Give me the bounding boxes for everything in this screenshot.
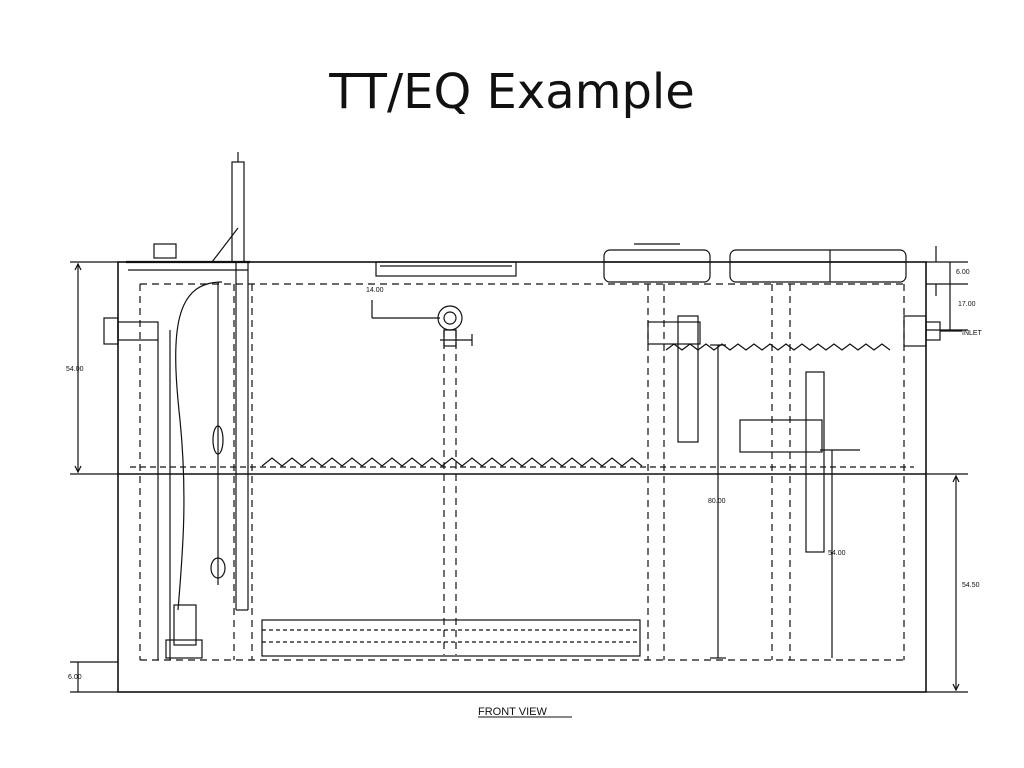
valve-assembly: [437, 305, 473, 347]
water-level-upper: [665, 343, 891, 351]
submersible-pump: [165, 604, 203, 659]
tank-outline: [117, 261, 927, 693]
dimension-right-top-b-label: 17.00: [958, 301, 976, 308]
tee-baffle-2: [739, 371, 825, 553]
dimension-bottom-left-label: 6.00: [68, 674, 82, 681]
inlet-pipe-right: [903, 315, 962, 347]
diffuser-row: [261, 619, 641, 657]
dimension-center-height-label: 80.00: [708, 498, 726, 505]
dimension-right-lower: [926, 473, 968, 693]
dimension-right-top-a-label: 6.00: [956, 269, 970, 276]
inner-dashed-walls: [139, 283, 905, 661]
dimension-left-height: [70, 261, 118, 475]
dimension-pipe-offset-label: 14.00: [366, 287, 384, 294]
dimension-pipe-offset: [371, 300, 440, 319]
inlet-label: INLET: [962, 330, 983, 337]
center-access-cover: [375, 261, 517, 277]
control-panel-post: [126, 152, 250, 271]
tee-baffle-1: [647, 315, 701, 443]
slide-title: TT/EQ Example: [329, 64, 695, 120]
dimension-right-lower-label: 54.50: [962, 582, 980, 589]
drawing-caption: FRONT VIEW: [478, 706, 547, 718]
pump-cable: [175, 281, 223, 611]
water-level-lower: [261, 457, 643, 467]
lid-risers: [603, 243, 907, 283]
dimension-baffle-label: 54.00: [828, 550, 846, 557]
dimension-left-height-label: 54.00: [66, 366, 84, 373]
float-switch-rod: [210, 262, 249, 611]
outlet-pipe-left: [103, 317, 171, 660]
dimension-bottom-left: [70, 661, 118, 693]
dimension-baffle: [820, 449, 860, 658]
dimension-right-top: [926, 246, 968, 331]
